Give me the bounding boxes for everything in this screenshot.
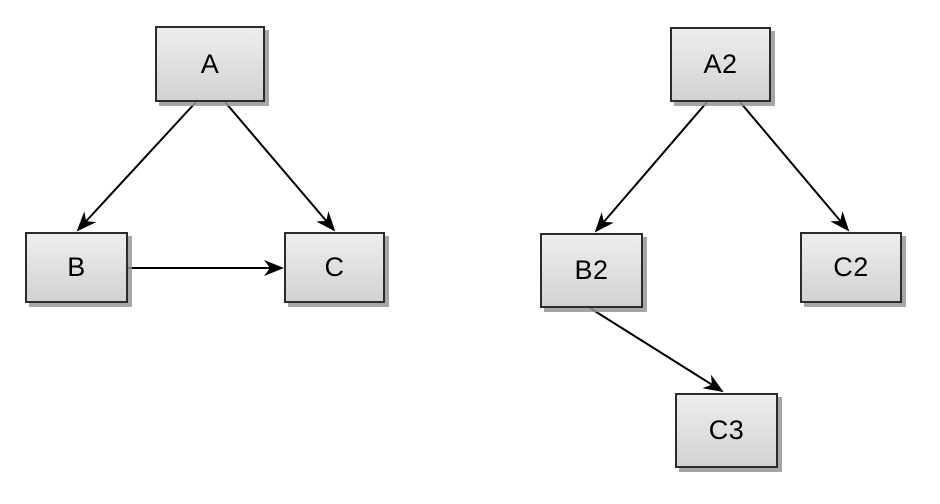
node-b2[interactable]: B2 bbox=[540, 233, 643, 308]
node-c2[interactable]: C2 bbox=[800, 232, 902, 303]
node-label-b2: B2 bbox=[574, 255, 609, 285]
node-b[interactable]: B bbox=[25, 232, 128, 303]
node-label-a2: A2 bbox=[703, 49, 738, 79]
edge-a2-to-b2 bbox=[594, 101, 708, 233]
edge-a-to-b bbox=[76, 101, 197, 232]
node-label-b: B bbox=[67, 252, 86, 282]
node-a2[interactable]: A2 bbox=[670, 27, 771, 102]
edge-b2-to-c3 bbox=[589, 307, 724, 393]
node-label-a: A bbox=[200, 48, 220, 79]
edge-a2-to-c2 bbox=[739, 101, 850, 232]
node-c3[interactable]: C3 bbox=[675, 393, 778, 468]
node-c[interactable]: C bbox=[284, 232, 385, 303]
node-a[interactable]: A bbox=[155, 26, 265, 102]
node-label-c: C bbox=[324, 252, 345, 282]
node-label-c3: C3 bbox=[708, 415, 745, 445]
node-label-c2: C2 bbox=[833, 252, 869, 282]
edge-a-to-c bbox=[224, 101, 336, 232]
